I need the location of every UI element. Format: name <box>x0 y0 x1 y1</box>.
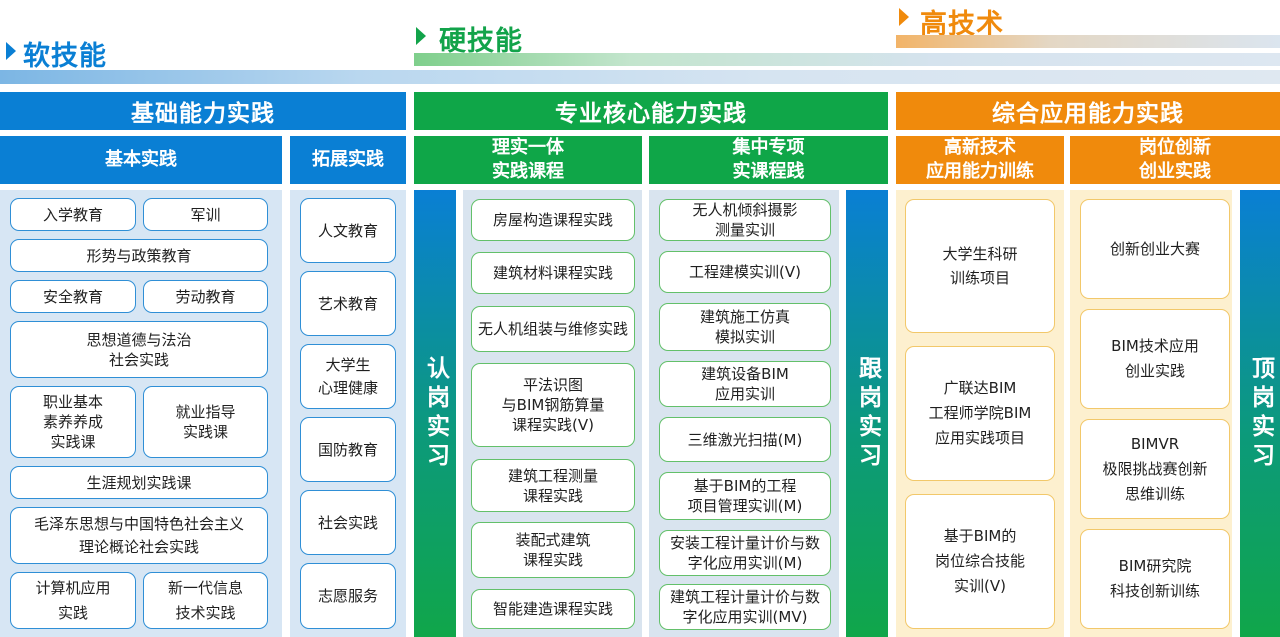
item-career-planning: 生涯规划实践课 <box>10 466 268 499</box>
header-comprehensive: 综合应用能力实践 <box>896 92 1280 130</box>
item-situation-policy: 形势与政策教育 <box>10 239 268 272</box>
vertical-follow-text: 跟岗实习 <box>854 355 881 472</box>
item-computer-application: 计算机应用 实践 <box>10 572 136 629</box>
vertical-cognition-text: 认岗实习 <box>422 355 449 472</box>
item-defense-education: 国防教育 <box>300 417 396 482</box>
item-flat-method-bim: 平法识图 与BIM钢筋算量 课程实践(V) <box>471 363 635 447</box>
item-bim-startup: BIM技术应用 创业实践 <box>1080 309 1230 409</box>
item-labor-education: 劳动教育 <box>143 280 268 313</box>
panel-extended <box>290 190 406 637</box>
item-social-practice: 社会实践 <box>300 490 396 555</box>
item-drone-photography: 无人机倾斜摄影 测量实训 <box>659 199 831 241</box>
item-safety-education: 安全教育 <box>10 280 136 313</box>
arrow-right-icon <box>416 27 426 45</box>
header-basic: 基本实践 <box>0 136 282 184</box>
header-core: 专业核心能力实践 <box>414 92 888 130</box>
item-drone-assembly: 无人机组装与维修实践 <box>471 306 635 352</box>
vertical-cognition-internship: 认岗实习 <box>414 190 456 637</box>
header-focused: 集中专项 实课程践 <box>649 136 888 184</box>
item-innovation-contest: 创新创业大赛 <box>1080 199 1230 299</box>
item-arts: 艺术教育 <box>300 271 396 336</box>
stage-soft-title: 软技能 <box>23 41 107 72</box>
item-enrollment-education: 入学教育 <box>10 198 136 231</box>
item-engineering-modeling: 工程建模实训(V) <box>659 251 831 293</box>
item-bim-project-management: 基于BIM的工程 项目管理实训(M) <box>659 472 831 520</box>
item-building-construction: 房屋构造课程实践 <box>471 199 635 241</box>
item-surveying: 建筑工程测量 课程实践 <box>471 459 635 512</box>
vertical-top-internship: 顶岗实习 <box>1240 190 1280 637</box>
stage-hard-title: 硬技能 <box>439 26 523 57</box>
stage-high-title: 高技术 <box>920 9 1004 40</box>
arrow-right-icon <box>6 42 16 60</box>
item-bim-skill-training: 基于BIM的 岗位综合技能 实训(V) <box>905 494 1055 629</box>
item-construction-simulation: 建筑施工仿真 模拟实训 <box>659 303 831 351</box>
item-building-materials: 建筑材料课程实践 <box>471 252 635 294</box>
item-mao-thought: 毛泽东思想与中国特色社会主义 理论概论社会实践 <box>10 507 268 564</box>
vertical-top-text: 顶岗实习 <box>1247 355 1274 472</box>
item-equipment-bim: 建筑设备BIM 应用实训 <box>659 361 831 407</box>
vertical-follow-internship: 跟岗实习 <box>846 190 888 637</box>
item-new-it: 新一代信息 技术实践 <box>143 572 268 629</box>
item-research-training: 大学生科研 训练项目 <box>905 199 1055 333</box>
item-bimvr-challenge: BIMVR 极限挑战赛创新 思维训练 <box>1080 419 1230 519</box>
item-bim-research: BIM研究院 科技创新训练 <box>1080 529 1230 629</box>
stair-bar-top <box>896 35 1280 48</box>
header-innovation: 岗位创新 创业实践 <box>1070 136 1280 184</box>
item-mental-health: 大学生 心理健康 <box>300 344 396 409</box>
item-intelligent-construction: 智能建造课程实践 <box>471 589 635 629</box>
item-military-training: 军训 <box>143 198 268 231</box>
item-prefab-building: 装配式建筑 课程实践 <box>471 522 635 578</box>
item-building-costing: 建筑工程计量计价与数 字化应用实训(MV) <box>659 584 831 630</box>
item-volunteer-service: 志愿服务 <box>300 563 396 629</box>
header-hightech: 高新技术 应用能力训练 <box>896 136 1064 184</box>
stair-bar-middle <box>414 53 1280 66</box>
arrow-right-icon <box>899 8 909 26</box>
item-career-guidance: 就业指导 实践课 <box>143 386 268 458</box>
item-morality-law: 思想道德与法治 社会实践 <box>10 321 268 378</box>
item-humanities: 人文教育 <box>300 198 396 263</box>
stair-bar-bottom <box>0 70 1280 84</box>
header-extended: 拓展实践 <box>290 136 406 184</box>
header-integrated: 理实一体 实践课程 <box>414 136 642 184</box>
item-glodon-bim: 广联达BIM 工程师学院BIM 应用实践项目 <box>905 346 1055 481</box>
header-foundation: 基础能力实践 <box>0 92 406 130</box>
item-installation-costing: 安装工程计量计价与数 字化应用实训(M) <box>659 530 831 576</box>
item-professional-literacy: 职业基本 素养养成 实践课 <box>10 386 136 458</box>
item-laser-scanning: 三维激光扫描(M) <box>659 417 831 462</box>
